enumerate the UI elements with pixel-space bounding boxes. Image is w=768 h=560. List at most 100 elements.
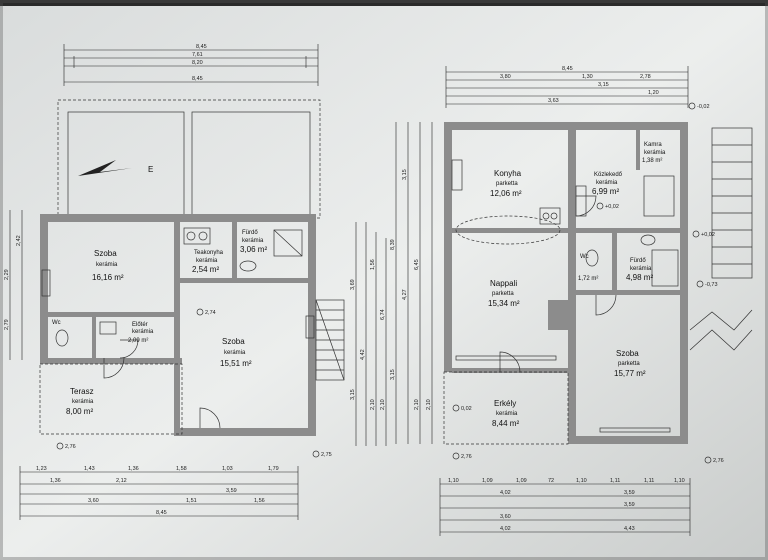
right-level-0: -0,02 xyxy=(697,104,710,110)
toilet-bowl xyxy=(585,249,599,267)
right-bdim-0-1: 1,09 xyxy=(482,478,493,484)
right-walls xyxy=(444,122,688,444)
room-szoba-3-name: Szoba xyxy=(616,349,639,358)
right-bdim-1-0: 4,02 xyxy=(500,490,511,496)
left-stairs xyxy=(315,299,345,381)
left-bdim-2-0: 3,60 xyxy=(88,498,99,504)
room-konyha-floor: parketta xyxy=(496,181,518,187)
right-level-1: +0,02 xyxy=(605,204,619,210)
left-level-2: 2,76 xyxy=(65,444,76,450)
room-erkely-area: 8,44 m² xyxy=(492,419,519,428)
left-walls xyxy=(40,214,316,436)
room-furdo-2-area: 4,98 m² xyxy=(626,273,653,282)
right-bdim-0-5: 1,11 xyxy=(610,478,620,484)
right-level-6: 2,76 xyxy=(713,458,724,464)
left-top-dim-0: 8,45 xyxy=(196,44,207,50)
left-sdim-2: 2,79 xyxy=(4,319,10,330)
room-szoba-3-area: 15,77 m² xyxy=(614,369,646,378)
right-bdim-3-0: 4,02 xyxy=(500,526,511,532)
right-bdim-3-1: 4,43 xyxy=(624,526,635,532)
balcony-outline xyxy=(443,371,569,445)
room-terasz-area: 8,00 m² xyxy=(66,407,93,416)
bathtub xyxy=(651,249,679,287)
level-marker-icon xyxy=(452,452,460,460)
left-level-markers: 2,74 2,76 2,75 xyxy=(56,308,332,458)
left-bdim-0-3: 1,58 xyxy=(176,466,187,472)
right-vdim-5: 2,10 xyxy=(414,399,420,410)
room-kozlekedo-floor: kerámia xyxy=(596,180,618,186)
room-furdo-name: Fürdő xyxy=(242,230,258,236)
left-vdim-1: 4,42 xyxy=(360,349,366,360)
right-top-dimensions: 8,45 3,80 1,30 2,78 3,15 1,20 3,63 xyxy=(445,66,689,108)
room-szoba-1-floor: kerámia xyxy=(96,262,118,268)
left-bdim-2-1: 1,51 xyxy=(186,498,197,504)
level-marker-icon xyxy=(696,280,704,288)
room-szoba-2-area: 15,51 m² xyxy=(220,359,252,368)
room-wc-name: Wc xyxy=(52,320,61,326)
washbasin xyxy=(640,234,656,246)
room-furdo-area: 3,06 m² xyxy=(240,245,267,254)
room-nappali-floor: parketta xyxy=(492,291,514,297)
level-marker-icon xyxy=(312,450,320,458)
left-top-dimensions: 8,45 7,61 8,20 8,45 xyxy=(63,44,319,86)
left-bdim-1-0: 1,36 xyxy=(50,478,61,484)
right-bottom-dimensions: 1,10 1,09 1,09 72 1,10 1,11 1,11 1,10 4,… xyxy=(439,478,691,536)
room-kozlekedo-name: Közlekedő xyxy=(594,172,623,178)
room-terasz-name: Terasz xyxy=(70,387,94,396)
right-vdim-0: 3,15 xyxy=(402,169,408,180)
level-marker-icon xyxy=(596,202,604,210)
room-szoba-1-area: 16,16 m² xyxy=(92,273,124,282)
right-stairs xyxy=(689,127,753,351)
kitchen-counter xyxy=(183,227,211,245)
right-top-dim-3: 2,78 xyxy=(640,74,651,80)
room-teakonyha-floor: kerámia xyxy=(196,258,218,264)
right-level-5: 2,76 xyxy=(461,454,472,460)
right-bdim-0-4: 1,10 xyxy=(576,478,587,484)
left-bdim-1-2: 3,59 xyxy=(226,488,237,494)
room-furdo-floor: kerámia xyxy=(242,238,264,244)
room-wc-2-area: 1,72 m² xyxy=(578,276,598,282)
left-vdim-6: 2,10 xyxy=(380,399,386,410)
left-window xyxy=(41,269,51,297)
left-vdim-4: 6,74 xyxy=(380,309,386,320)
right-top-dim-2: 1,30 xyxy=(582,74,593,80)
left-floor-plan: 8,45 7,61 8,20 8,45 E xyxy=(4,44,387,520)
right-top-dim-5: 1,20 xyxy=(648,90,659,96)
room-konyha-area: 12,06 m² xyxy=(490,189,522,198)
room-eloter-area: 2,09 m² xyxy=(128,338,148,344)
terrace-outline xyxy=(39,363,183,435)
stove xyxy=(539,207,561,225)
level-marker-icon xyxy=(452,404,460,412)
right-top-dim-0: 8,45 xyxy=(562,66,573,72)
right-level-markers: -0,02 +0,02 +0,02 -0,73 0,02 2,76 2,76 xyxy=(452,102,724,464)
left-level-1: 2,74 xyxy=(205,310,216,316)
bedroom-window xyxy=(599,427,671,433)
right-bdim-2-1: 3,59 xyxy=(624,502,635,508)
right-bdim-0-6: 1,11 xyxy=(644,478,654,484)
left-top-dim-2: 8,20 xyxy=(192,60,203,66)
right-top-dim-6: 3,63 xyxy=(548,98,559,104)
left-bdim-2-2: 1,56 xyxy=(254,498,265,504)
right-bdim-0-0: 1,10 xyxy=(448,478,459,484)
right-level-3: -0,73 xyxy=(705,282,718,288)
left-bdim-0-2: 1,36 xyxy=(128,466,139,472)
right-floor-plan: 8,45 3,80 1,30 2,78 3,15 1,20 3,63 xyxy=(390,66,753,536)
balcony-window xyxy=(455,355,557,361)
room-kamra-area: 1,38 m² xyxy=(642,158,662,164)
left-top-dim-3: 8,45 xyxy=(192,76,203,82)
right-level-4: 0,02 xyxy=(461,406,472,412)
left-bdim-0-5: 1,79 xyxy=(268,466,279,472)
left-vdim-3: 1,56 xyxy=(370,259,376,270)
right-bdim-0-2: 1,09 xyxy=(516,478,527,484)
room-eloter-floor: kerámia xyxy=(132,329,154,335)
right-vertical-dimensions: 3,15 4,27 6,45 8,39 3,15 2,10 2,10 xyxy=(390,122,433,444)
right-bdim-1-1: 3,59 xyxy=(624,490,635,496)
left-bdim-0-0: 1,23 xyxy=(36,466,47,472)
room-szoba-2-name: Szoba xyxy=(222,337,245,346)
room-terasz-floor: kerámia xyxy=(72,399,94,405)
left-bdim-1-1: 2,12 xyxy=(116,478,127,484)
wc-basin xyxy=(99,321,117,335)
